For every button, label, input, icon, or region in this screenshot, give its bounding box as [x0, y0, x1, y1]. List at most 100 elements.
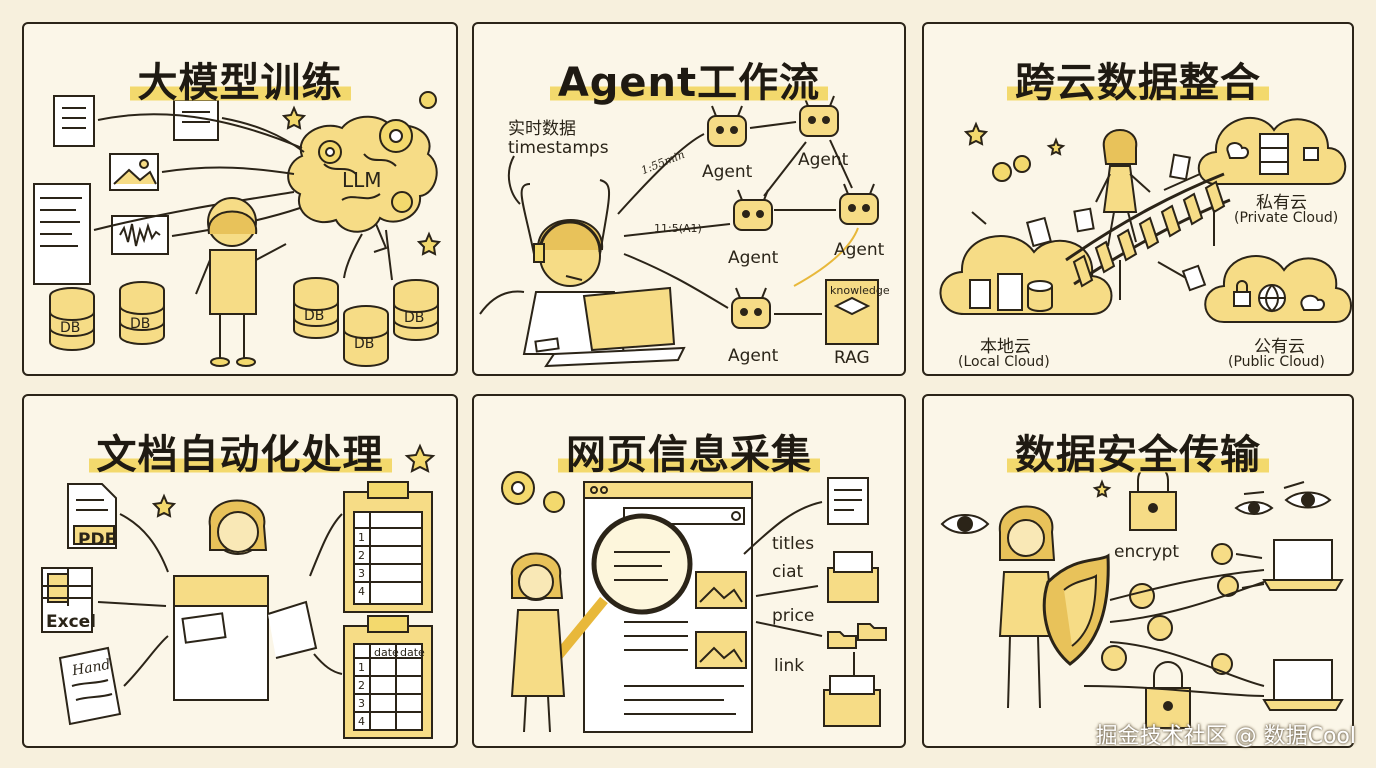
- database-icon: [49, 287, 95, 351]
- handwritten-note-icon: [58, 646, 122, 726]
- rag-label: RAG: [834, 348, 870, 368]
- magnifier-icon: [591, 513, 693, 615]
- key-icon: [1217, 575, 1239, 597]
- server-icon: [1259, 133, 1289, 175]
- date-header: date: [400, 646, 425, 659]
- ciat-label: ciat: [772, 562, 804, 582]
- lock-icon: [1211, 543, 1233, 565]
- watermark: 掘金技术社区 @ 数据Cool: [1095, 724, 1356, 749]
- link-label: link: [774, 656, 805, 676]
- gear-icon: [391, 191, 413, 213]
- row-number: 4: [358, 585, 365, 598]
- token-icon: [1101, 645, 1127, 671]
- star-icon: [963, 121, 989, 146]
- agent-label: Agent: [728, 248, 779, 268]
- document-icon: [1181, 264, 1207, 292]
- panel-document-automation: 文档自动化处理: [22, 394, 458, 748]
- star-icon: [151, 493, 177, 518]
- secure-illustration: [940, 464, 1344, 729]
- girl-body: [1102, 165, 1138, 213]
- robot-icon: [731, 287, 771, 329]
- row-number: 3: [358, 697, 365, 710]
- panel-title: 文档自动化处理: [24, 422, 456, 480]
- panel-secure-transfer: 数据安全传输: [922, 394, 1354, 748]
- knowledge-label: knowledge: [830, 284, 890, 297]
- document-illustration: [41, 443, 436, 739]
- lock-icon: [1303, 147, 1319, 161]
- database-icon: [1027, 280, 1053, 292]
- file-box-icon: [827, 567, 879, 603]
- panel-title: Agent工作流: [474, 50, 904, 108]
- robot-icon: [707, 105, 747, 147]
- row-number: 1: [358, 531, 365, 544]
- titles-label: titles: [772, 534, 815, 554]
- database-icon: [293, 277, 339, 339]
- date-header: date: [374, 646, 399, 659]
- image-icon: [695, 571, 747, 609]
- panel-llm-training: 大模型训练: [22, 22, 458, 376]
- star-icon: [1046, 137, 1066, 156]
- key-icon: [1129, 583, 1155, 609]
- private-cloud-label: 私有云: [1256, 193, 1307, 213]
- row-number: 3: [358, 567, 365, 580]
- star-icon: [404, 443, 436, 473]
- local-cloud-en-label: (Local Cloud): [958, 354, 1050, 370]
- folder-icon: [857, 623, 887, 641]
- agent-label: Agent: [798, 150, 849, 170]
- local-cloud-label: 本地云: [980, 337, 1031, 357]
- agent-label: Agent: [702, 162, 753, 182]
- panel-title: 大模型训练: [24, 50, 456, 108]
- lock-icon: [1129, 491, 1177, 531]
- db-label: DB: [130, 316, 151, 332]
- agent-label: Agent: [834, 240, 885, 260]
- database-icon: [119, 281, 165, 345]
- document-icon: [1169, 153, 1191, 181]
- db-label: DB: [304, 308, 325, 324]
- panel-agent-workflow: Agent工作流: [472, 22, 906, 376]
- server-icon: [969, 279, 991, 309]
- star-icon: [281, 105, 307, 130]
- computer-icon: [997, 273, 1023, 311]
- panel-title: 跨云数据整合: [924, 50, 1352, 108]
- public-cloud-en-label: (Public Cloud): [1228, 354, 1325, 370]
- encrypt-label: encrypt: [1114, 542, 1180, 562]
- sparkle-icon: [1092, 479, 1112, 498]
- public-cloud-label: 公有云: [1254, 337, 1305, 357]
- phone-icon: [534, 337, 560, 353]
- database-icon: [393, 279, 439, 341]
- db-label: DB: [354, 336, 375, 352]
- row-number: 1: [358, 661, 365, 674]
- gear-icon: [1013, 155, 1031, 173]
- gear-icon: [419, 91, 437, 109]
- document-icon: [1073, 207, 1095, 233]
- robot-icon: [733, 189, 773, 231]
- agent-illustration: [479, 95, 879, 368]
- laptop-icon: [1273, 659, 1333, 701]
- document-icon: [1025, 216, 1053, 248]
- private-cloud-en-label: (Private Cloud): [1234, 210, 1339, 226]
- row-number: 2: [358, 549, 365, 562]
- timestamps-label: timestamps: [508, 138, 609, 158]
- row-number: 2: [358, 679, 365, 692]
- db-label: DB: [60, 320, 81, 336]
- laptop-icon: [1273, 539, 1333, 581]
- gear-icon: [543, 491, 565, 513]
- file-box-icon: [823, 689, 881, 727]
- robot-icon: [839, 183, 879, 225]
- realtime-label: 实时数据: [508, 119, 576, 139]
- image-icon: [695, 631, 747, 669]
- db-label: DB: [404, 310, 425, 326]
- pdf-label: PDF: [78, 530, 117, 550]
- price-label: price: [772, 606, 815, 626]
- output-paper-icon: [267, 600, 318, 659]
- panel-cross-cloud: 跨云数据整合: [922, 22, 1354, 376]
- lock-icon: [1147, 615, 1173, 641]
- search-icon: [731, 511, 741, 521]
- cloud-illustration: [939, 116, 1352, 323]
- llm-label: LLM: [342, 168, 382, 192]
- girl-body: [209, 249, 257, 315]
- panel-title: 数据安全传输: [924, 422, 1352, 480]
- row-number: 4: [358, 715, 365, 728]
- document-icon: [53, 95, 95, 147]
- database-icon: [343, 305, 389, 367]
